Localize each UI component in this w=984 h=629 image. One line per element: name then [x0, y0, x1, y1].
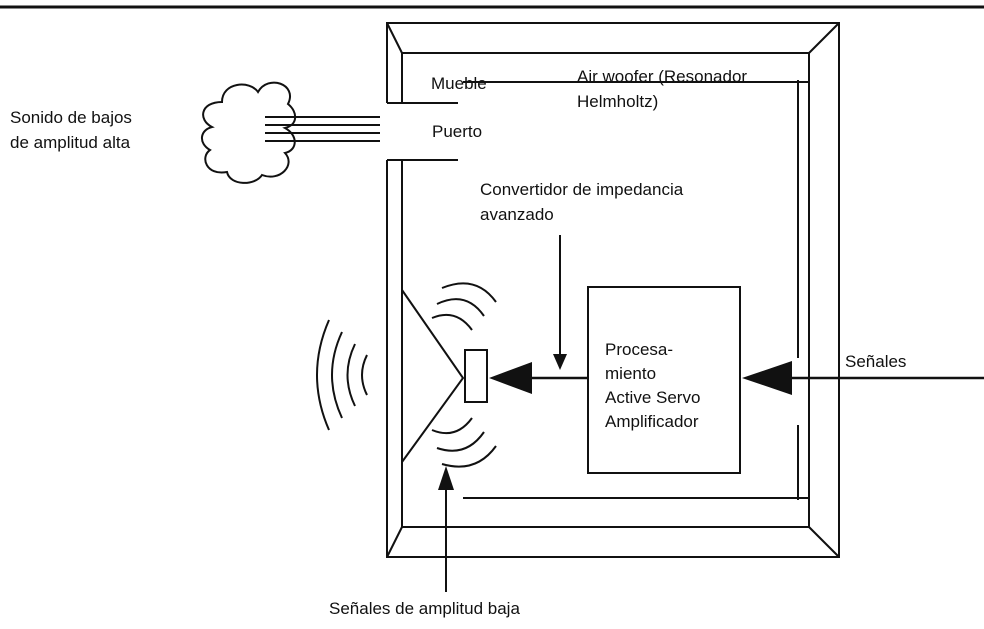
arrow-converter: [553, 354, 567, 370]
speaker-voice-coil: [465, 350, 487, 402]
speaker-cone: [402, 290, 463, 462]
outer-wave-2: [332, 332, 342, 418]
air-woofer-label-line2: Helmholtz): [577, 92, 659, 111]
converter-label-line2: avanzado: [480, 205, 554, 224]
outer-wave-4: [362, 355, 367, 395]
cabinet-inner-wall: [402, 53, 809, 527]
processing-box: [588, 287, 740, 473]
bass-sound-label-line1: Sonido de bajos: [10, 108, 132, 127]
bevel-bottom-right: [809, 527, 839, 557]
bevel-bottom-left: [387, 527, 402, 557]
cabinet-label: Mueble: [431, 74, 487, 93]
signals-label: Señales: [845, 352, 907, 371]
low-wave-lower-3: [442, 446, 496, 467]
arrow-low-amplitude: [438, 466, 454, 490]
outer-wave-1: [317, 320, 329, 430]
air-woofer-label-line1: Air woofer (Resonador: [577, 67, 748, 86]
low-wave-lower-1: [432, 418, 472, 433]
arrow-to-speaker: [489, 362, 532, 394]
outer-wave-3: [348, 344, 356, 406]
bass-sound-cloud: [202, 83, 295, 183]
low-amplitude-label: Señales de amplitud baja: [329, 599, 520, 618]
processing-label-line1: Procesa-: [605, 340, 674, 359]
low-wave-upper-2: [437, 299, 484, 316]
port-label: Puerto: [432, 122, 483, 141]
low-wave-lower-2: [437, 432, 484, 451]
converter-label-line1: Convertidor de impedancia: [480, 180, 684, 199]
processing-label-line2: miento: [605, 364, 657, 383]
arrow-signals-in: [742, 361, 792, 395]
bevel-top-right: [809, 23, 839, 53]
processing-label-line4: Amplificador: [605, 412, 699, 431]
cabinet-outer-wall: [387, 23, 839, 557]
processing-label-line3: Active Servo: [605, 388, 701, 407]
low-wave-upper-3: [442, 283, 496, 302]
low-wave-upper-1: [432, 315, 472, 330]
bass-sound-label-line2: de amplitud alta: [10, 133, 131, 152]
bevel-top-left: [387, 23, 402, 53]
